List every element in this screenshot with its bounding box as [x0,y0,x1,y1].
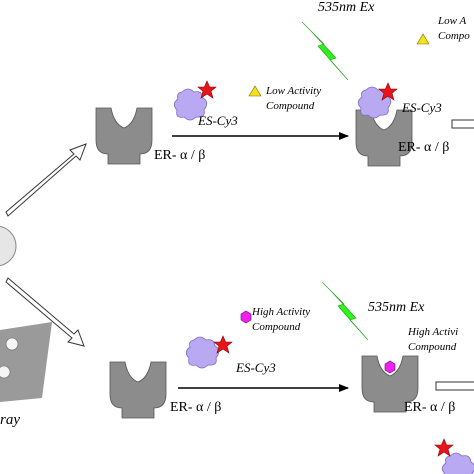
tracer-top-right [357,82,398,119]
low-compound-marker-top-right [416,33,430,45]
output-arrow-bottom [435,381,474,391]
tracer-label-bottom-left: ES-Cy3 [236,360,276,375]
receptor-bottom-left [109,361,167,419]
excitation-label-bottom: 535nm Ex [368,300,425,315]
compound-label-line2: Compo [438,30,470,42]
compound-label-line1: Low Activity [266,85,322,97]
array-plate [0,322,52,402]
receptor-label-bottom-right: ER- α / β [404,400,456,415]
array-label: ray [0,412,20,428]
receptor-top-right [355,109,413,167]
excitation-label-top: 535nm Ex [318,0,375,15]
compound-label-line1: Low A [438,15,467,27]
output-arrow-top [451,119,474,129]
branch-arrow-top [5,143,87,217]
compound-label-line2: Compound [266,100,315,112]
receptor-label-bottom-left: ER- α / β [170,400,222,415]
compound-label-line2: Compound [252,321,301,333]
compound-label-line2: Compound [408,341,457,353]
branch-arrow-bottom [5,277,85,347]
compound-label-bottom-left: High Activity Compound [252,305,310,335]
tracer-label-top-right: ES-Cy3 [402,100,442,115]
high-compound-bound-bottom-right [384,360,396,374]
receptor-label-top-right: ER- α / β [398,140,450,155]
tracer-bottom-left [185,335,233,369]
compound-label-bottom-right: High Activi Compound [408,325,458,355]
sample-well [0,225,17,267]
compound-label-top-right: Low A Compo [438,14,470,44]
tracer-label-top-left: ES-Cy3 [198,113,238,128]
receptor-label-top-left: ER- α / β [154,148,206,163]
compound-label-top-left: Low Activity Compound [266,84,321,114]
high-compound-marker-bottom-left [240,310,252,324]
compound-label-line1: High Activity [252,306,311,318]
low-compound-marker-top-left [248,85,262,97]
tracer-bottom-right-partial [434,438,474,474]
lightning-bottom [321,281,369,341]
compound-label-line1: High Activi [408,326,459,338]
lightning-top [301,21,349,81]
receptor-top-left [95,107,153,165]
